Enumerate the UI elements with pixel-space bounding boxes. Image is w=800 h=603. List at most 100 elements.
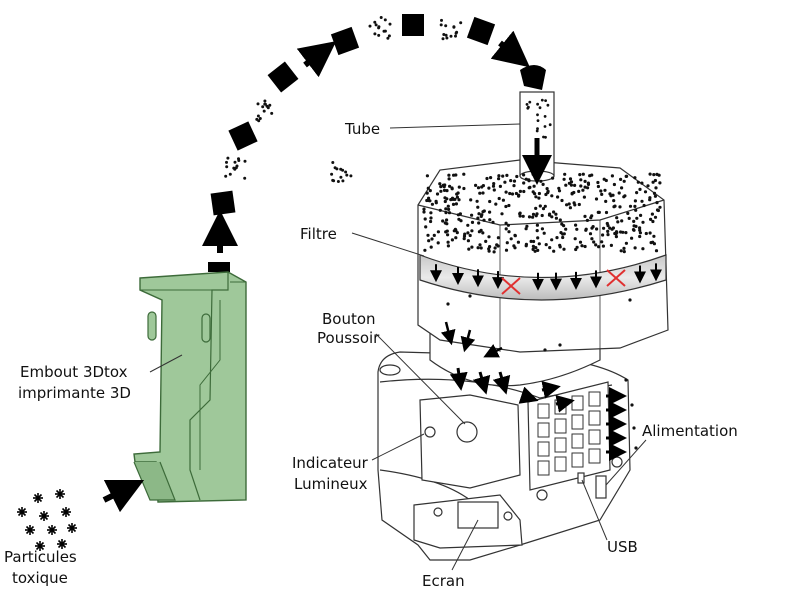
particle-dot	[386, 36, 390, 40]
particle-dot	[487, 186, 491, 190]
particle-dot	[512, 244, 516, 248]
particle-dot	[226, 156, 230, 160]
particle-dot	[527, 186, 531, 190]
particle-dot	[368, 24, 372, 28]
particle-dot	[552, 210, 556, 214]
particle-dot	[548, 123, 552, 127]
particle-dot	[488, 210, 492, 214]
particle-dot	[456, 213, 460, 217]
particle-dot	[640, 181, 644, 185]
particle-dot	[631, 228, 636, 232]
particle-dot	[430, 237, 434, 241]
particle-dot	[559, 231, 563, 235]
particle-dot	[597, 210, 601, 214]
particle-dot	[263, 99, 267, 103]
particle-dot	[503, 180, 507, 184]
particle-dot	[522, 181, 526, 185]
particle-dot	[524, 177, 528, 181]
particle-dot	[256, 114, 260, 118]
particle-dot	[612, 205, 616, 209]
airflow-arrow	[555, 394, 575, 413]
particle-dot	[497, 196, 501, 201]
particle-dot	[633, 199, 638, 203]
particle-dot	[498, 184, 502, 188]
particle-dot	[648, 172, 652, 176]
particle-dot	[649, 217, 653, 221]
particle-dot	[568, 177, 573, 181]
particle-dot	[479, 228, 483, 232]
particle-dot	[232, 166, 236, 170]
particle-dot	[429, 219, 433, 224]
toxic-particle	[33, 493, 43, 503]
particle-dot	[543, 204, 547, 208]
particle-dot	[518, 189, 523, 193]
particle-dot	[373, 32, 377, 36]
toxic-particle	[47, 525, 57, 535]
particle-dot	[492, 250, 496, 254]
particle-dot	[564, 183, 568, 187]
particle-dot	[474, 183, 478, 187]
particle-dot	[504, 190, 508, 194]
particle-dot	[562, 232, 566, 236]
particle-dot	[515, 174, 519, 179]
particle-dot	[491, 184, 496, 188]
particle-dot	[423, 248, 427, 252]
particle-dot	[425, 191, 429, 195]
particle-dot	[606, 233, 610, 237]
particle-dot	[648, 231, 652, 235]
particle-dot	[573, 203, 577, 207]
particle-dot	[436, 241, 440, 245]
particle-dot	[601, 233, 605, 237]
particle-dot	[481, 231, 485, 235]
particle-dot	[429, 216, 433, 220]
particle-dot	[459, 219, 463, 223]
particle-dot	[536, 127, 539, 131]
particle-dot	[349, 174, 353, 178]
inhale-arrow	[102, 479, 145, 513]
particle-dot	[565, 203, 569, 207]
particle-dot	[611, 226, 616, 230]
vent-slot	[537, 441, 550, 457]
particle-dot	[648, 198, 652, 202]
particle-dot	[633, 176, 637, 180]
vent-slot	[554, 456, 567, 472]
particle-dot	[620, 219, 624, 223]
particle-dot	[333, 166, 337, 170]
particle-dot	[623, 194, 627, 198]
particle-dot	[604, 178, 608, 183]
particle-dot	[508, 191, 512, 196]
particle-dot	[228, 172, 232, 176]
particle-dot	[650, 212, 655, 216]
particle-dot	[445, 218, 449, 222]
particle-dot	[496, 244, 500, 248]
particle-dot	[544, 99, 547, 102]
vent-slot	[571, 452, 584, 468]
particle-dot	[651, 219, 655, 224]
particle-dot	[546, 103, 550, 107]
particle-dot	[477, 221, 481, 225]
particle-dot	[550, 215, 554, 219]
power-socket	[595, 475, 607, 499]
particle-dot	[554, 216, 559, 220]
particle-dot	[541, 182, 545, 186]
particle-dot	[535, 212, 539, 216]
particle-dot	[577, 202, 581, 207]
particle-dot	[612, 199, 616, 203]
particle-dot	[504, 204, 508, 209]
flow-block	[228, 121, 258, 151]
particle-dot	[504, 248, 509, 252]
particle-dot	[633, 204, 637, 208]
particle-dot	[258, 117, 262, 120]
particle-dot	[339, 175, 343, 179]
particle-dot	[445, 189, 449, 193]
label-embout-line2: imprimante 3D	[18, 384, 131, 402]
particle-dot	[561, 235, 565, 240]
particle-dot	[444, 33, 448, 37]
particle-dot	[457, 198, 461, 202]
particle-dot	[544, 192, 548, 197]
particle-dot	[527, 105, 530, 109]
toxic-particle	[55, 489, 65, 499]
particle-dot	[573, 237, 577, 241]
particle-dot	[446, 302, 450, 306]
particle-dot	[627, 216, 631, 220]
